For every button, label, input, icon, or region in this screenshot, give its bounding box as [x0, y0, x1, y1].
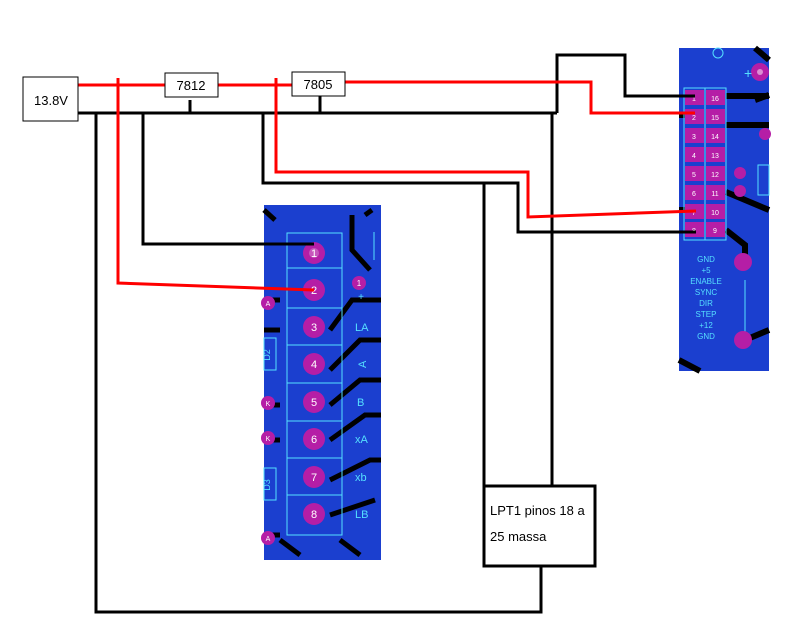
signal-step: STEP — [696, 310, 717, 319]
power-12v-to-header-wire — [274, 78, 697, 219]
hdr-right-15: 15 — [711, 115, 719, 122]
signal-enable: ENABLE — [690, 277, 722, 286]
diode-d3-label: D3 — [262, 479, 272, 491]
hdr-left-7: 7 — [692, 210, 696, 217]
ground-to-header-9-wire — [261, 113, 696, 234]
hdr-left-1: 1 — [692, 96, 696, 103]
ground-to-lpt-wire — [94, 113, 543, 614]
signal-dir: DIR — [699, 299, 713, 308]
hdr-right-13: 13 — [711, 153, 719, 160]
supply-label: 13.8V — [34, 93, 68, 108]
right-controller-board: 1 16 2 15 3 14 4 13 5 12 6 11 7 — [677, 45, 771, 374]
left-driver-board: A K K A D2 D3 1 2 3 4 5 6 7 8 — [261, 205, 381, 560]
left-board-marks: A K K A D2 D3 — [261, 296, 275, 545]
hdr-right-16: 16 — [711, 96, 719, 103]
hdr-left-5: 5 — [692, 172, 696, 179]
lpt-line2: 25 massa — [490, 529, 547, 544]
hdr-right-11: 11 — [711, 191, 718, 198]
pin-2-label: 2 — [311, 285, 317, 297]
side-label-xa: xA — [355, 434, 369, 446]
left-board-plus-label: + — [358, 292, 364, 303]
side-label-lb: LB — [355, 509, 368, 521]
ground-to-pin1-wire — [141, 113, 314, 246]
side-label-la: LA — [355, 322, 369, 334]
right-board-header: 1 16 2 15 3 14 4 13 5 12 6 11 7 — [685, 90, 725, 237]
hdr-right-14: 14 — [711, 134, 719, 141]
hdr-left-3: 3 — [692, 134, 696, 141]
hdr-right-9: 9 — [713, 228, 717, 235]
ground-wires — [78, 53, 696, 614]
signal-sync: SYNC — [695, 288, 717, 297]
hdr-left-6: 6 — [692, 191, 696, 198]
signal-plus12: +12 — [699, 321, 713, 330]
pin-7-label: 7 — [311, 472, 317, 484]
small-pad-1: 1 — [357, 279, 362, 288]
pin-1-label: 1 — [311, 248, 317, 260]
power-wires — [78, 78, 697, 292]
side-label-a: A — [357, 360, 369, 368]
lpt-line1: LPT1 pinos 18 a — [490, 503, 585, 518]
pin-3-label: 3 — [311, 322, 317, 334]
right-board-signal-labels: GND +5 ENABLE SYNC DIR STEP +12 GND — [690, 255, 722, 341]
left-board-silkscreen — [263, 232, 375, 536]
side-label-b: B — [357, 397, 364, 409]
mark-2: K — [266, 401, 271, 408]
regulator-7812-label: 7812 — [177, 78, 206, 93]
supply-box: 13.8V — [22, 76, 79, 122]
lpt-box: LPT1 pinos 18 a 25 massa — [482, 484, 597, 568]
left-board-pins: 1 2 3 4 5 6 7 8 1 + — [303, 242, 366, 525]
pin-5-label: 5 — [311, 397, 317, 409]
mark-3: K — [266, 436, 271, 443]
pin-8-label: 8 — [311, 509, 317, 521]
pin-4-label: 4 — [311, 359, 317, 371]
pin-6-label: 6 — [311, 434, 317, 446]
side-label-xb: xb — [355, 472, 367, 484]
hdr-left-4: 4 — [692, 153, 696, 160]
signal-gnd-bottom: GND — [697, 332, 715, 341]
power-to-pin2-wire — [116, 78, 315, 292]
right-board-pads: + — [734, 63, 771, 349]
right-board-plus-label: + — [744, 65, 752, 81]
hdr-right-10: 10 — [711, 210, 719, 217]
regulator-7812: 7812 — [164, 72, 219, 98]
ground-to-header-16-wire — [555, 53, 695, 113]
mark-4: A — [266, 536, 271, 543]
signal-plus5: +5 — [701, 266, 711, 275]
regulator-7805: 7805 — [291, 71, 346, 97]
regulator-7805-label: 7805 — [304, 77, 333, 92]
diode-d2-label: D2 — [262, 349, 272, 361]
right-board-silkscreen — [683, 47, 770, 332]
power-5v-to-header-wire — [345, 80, 695, 115]
mark-0: A — [266, 301, 271, 308]
hdr-right-12: 12 — [711, 172, 719, 179]
hdr-left-2: 2 — [692, 115, 696, 122]
left-board-side-labels: LA A B xA xb LB — [355, 322, 369, 521]
signal-gnd-top: GND — [697, 255, 715, 264]
